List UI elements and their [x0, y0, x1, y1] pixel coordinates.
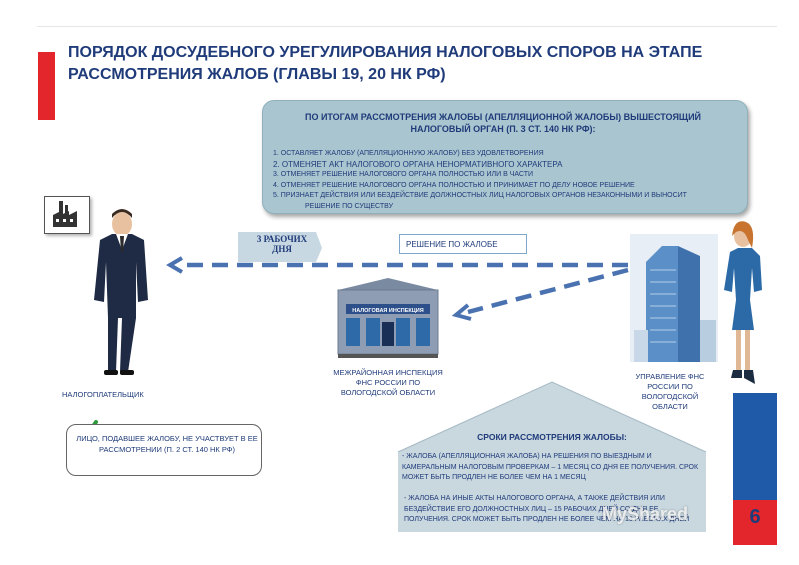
terms-paragraph-2: - ЖАЛОБА НА ИНЫЕ АКТЫ НАЛОГОВОГО ОРГАНА,… — [404, 495, 690, 523]
department-label: УПРАВЛЕНИЕ ФНС РОССИИ ПО ВОЛОГОДСКОЙ ОБЛ… — [635, 372, 705, 411]
person-note-text: ЛИЦО, ПОДАВШЕЕ ЖАЛОБУ, НЕ УЧАСТВУЕТ В ЕЕ… — [76, 434, 258, 454]
terms-box-shape — [398, 382, 706, 532]
businessman-figure — [94, 209, 148, 375]
decision-item: 5. ПРИЗНАЕТ ДЕЙСТВИЯ ИЛИ БЕЗДЕЙСТВИЕ ДОЛ… — [273, 192, 687, 199]
watermark: MyShared — [602, 504, 689, 524]
decision-item: 3. ОТМЕНЯЕТ РЕШЕНИЕ НАЛОГОВОГО ОРГАНА ПО… — [273, 171, 534, 178]
right-blue-strip — [733, 393, 777, 500]
decision-list: 1. ОСТАВЛЯЕТ ЖАЛОБУ (АПЕЛЛЯЦИОННУЮ ЖАЛОБ… — [273, 149, 743, 212]
tax-inspection-building: НАЛОГОВАЯ ИНСПЕКЦИЯ — [337, 278, 439, 358]
taxpayer-label: НАЛОГОПЛАТЕЛЬЩИК — [62, 390, 144, 399]
decision-results-box: ПО ИТОГАМ РАССМОТРЕНИЯ ЖАЛОБЫ (АПЕЛЛЯЦИО… — [262, 100, 748, 214]
decision-item: 4. ОТМЕНЯЕТ РЕШЕНИЕ НАЛОГОВОГО ОРГАНА ПО… — [273, 181, 635, 189]
terms-title: СРОКИ РАССМОТРЕНИЯ ЖАЛОБЫ: — [477, 432, 627, 442]
days-badge-shape — [238, 232, 322, 262]
office-building — [630, 234, 718, 362]
factory-icon — [44, 196, 90, 234]
businesswoman-figure — [724, 221, 762, 384]
decision-item: РЕШЕНИЕ ПО СУЩЕСТВУ — [305, 202, 394, 210]
decision-label-box: РЕШЕНИЕ ПО ЖАЛОБЕ — [399, 234, 527, 254]
decision-item: 1. ОСТАВЛЯЕТ ЖАЛОБУ (АПЕЛЛЯЦИОННУЮ ЖАЛОБ… — [273, 150, 544, 157]
title-accent-bar — [38, 52, 55, 120]
person-note-box — [66, 424, 262, 476]
page-title: ПОРЯДОК ДОСУДЕБНОГО УРЕГУЛИРОВАНИЯ НАЛОГ… — [68, 44, 703, 83]
inspection-label: МЕЖРАЙОННАЯ ИНСПЕКЦИЯ ФНС РОССИИ ПО ВОЛО… — [333, 368, 443, 397]
terms-paragraph-1: - ЖАЛОБА (АПЕЛЛЯЦИОННАЯ ЖАЛОБА) НА РЕШЕН… — [402, 453, 699, 481]
dashed-arrow-to-inspection — [451, 267, 629, 321]
dashed-arrow-to-taxpayer — [166, 256, 628, 274]
decision-item: 2. ОТМЕНЯЕТ АКТ НАЛОГОВОГО ОРГАНА НЕНОРМ… — [273, 159, 563, 169]
decision-title: ПО ИТОГАМ РАССМОТРЕНИЯ ЖАЛОБЫ (АПЕЛЛЯЦИО… — [304, 112, 702, 134]
building-sign: НАЛОГОВАЯ ИНСПЕКЦИЯ — [352, 308, 423, 314]
days-badge: 3 РАБОЧИХ ДНЯ — [256, 234, 308, 254]
page-number: 6 — [749, 506, 761, 528]
